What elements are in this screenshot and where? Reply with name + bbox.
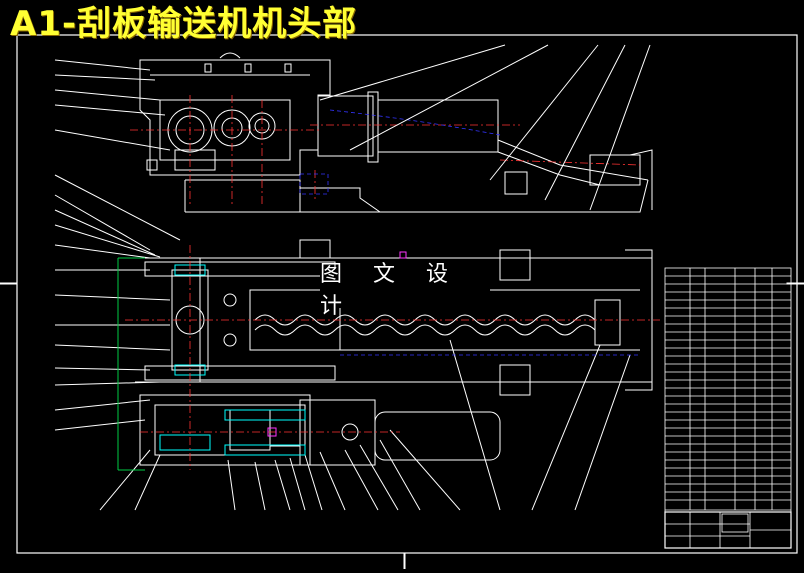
drawing-title: A1-刮板输送机机头部 [10, 4, 358, 44]
plan-view-centerlines [125, 245, 660, 470]
top-view-hidden [299, 109, 501, 195]
plan-view-cyan [159, 264, 306, 456]
watermark-text: 图 文 设 计 [320, 262, 460, 319]
watermark-label: 图 文 设 计 [320, 262, 490, 319]
top-view-centerlines [130, 95, 641, 205]
plan-view-magenta [267, 251, 407, 437]
plan-view-green [117, 257, 145, 471]
top-view [139, 52, 653, 213]
parts-list [664, 267, 792, 549]
